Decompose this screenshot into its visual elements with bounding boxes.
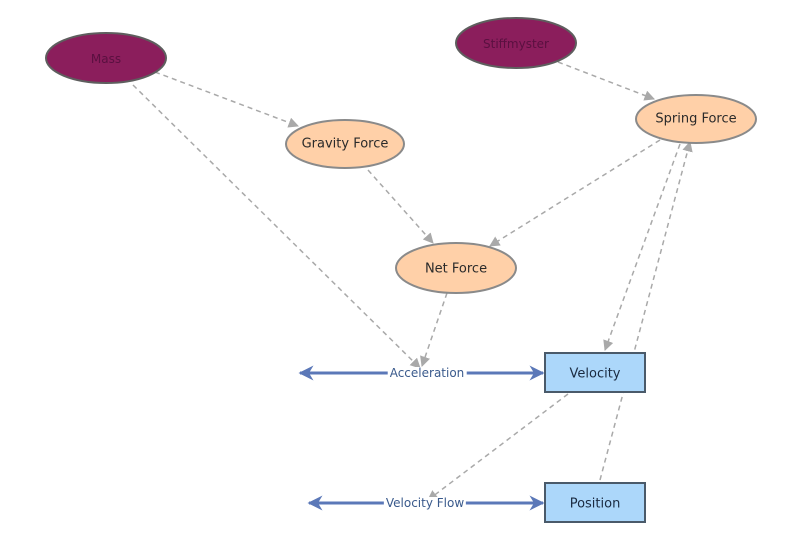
link-stiffness-to-spring-force[interactable]	[557, 61, 655, 101]
link-velocity-to-velocity-flow[interactable]	[427, 393, 569, 501]
link-spring-force-to-velocity[interactable]	[603, 143, 681, 351]
velocity-stock[interactable]	[544, 352, 646, 393]
link-mass-to-gravity-force[interactable]	[154, 71, 299, 128]
link-position-to-spring-force[interactable]	[599, 140, 693, 481]
gravity-force-node[interactable]	[285, 119, 405, 169]
link-spring-force-to-net-force[interactable]	[489, 139, 661, 247]
position-stock[interactable]	[544, 482, 646, 523]
mass-node[interactable]	[45, 32, 167, 84]
stiffness-node[interactable]	[455, 17, 577, 69]
spring-force-node[interactable]	[635, 94, 757, 144]
link-mass-to-acceleration[interactable]	[132, 84, 421, 369]
net-force-node[interactable]	[395, 242, 517, 294]
link-net-force-to-acceleration[interactable]	[420, 292, 448, 367]
link-gravity-force-to-net-force[interactable]	[367, 169, 434, 244]
